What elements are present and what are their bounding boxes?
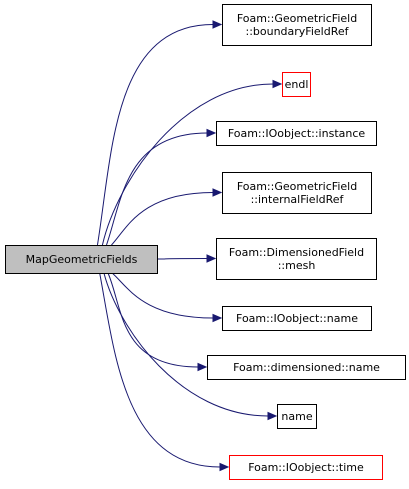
node-internalFieldRef-box <box>222 172 372 214</box>
edge-to-time <box>99 272 230 472</box>
edge-to-time-arrowhead <box>219 462 230 472</box>
root-node-mapgeometricfields-box <box>5 245 158 274</box>
node-instance-box <box>216 121 377 146</box>
node-boundaryFieldRef-label: Foam::GeometricField <box>237 12 357 25</box>
edge-to-mesh-line <box>156 258 208 260</box>
edge-to-dimensioned-name-line <box>107 272 199 368</box>
node-name-label: name <box>281 410 312 423</box>
node-dimensioned-name[interactable]: Foam::dimensioned::name <box>207 355 406 380</box>
edge-to-mesh <box>156 254 217 263</box>
edge-to-time-line <box>99 272 221 468</box>
node-internalFieldRef[interactable]: Foam::GeometricField::internalFieldRef <box>222 172 372 214</box>
edge-to-ioobject-name-arrowhead <box>212 313 223 323</box>
node-mesh-label: Foam::DimensionedField <box>229 246 364 259</box>
edge-to-name <box>103 272 278 421</box>
node-dimensioned-name-box <box>207 355 406 380</box>
edge-to-name-arrowhead <box>267 411 278 421</box>
graph-nodes: MapGeometricFields Foam::GeometricField::… <box>5 4 406 480</box>
node-boundaryFieldRef-label: ::boundaryFieldRef <box>245 25 349 38</box>
node-name-box <box>277 404 317 429</box>
node-dimensioned-name-label: Foam::dimensioned::name <box>233 361 380 374</box>
node-internalFieldRef-label: ::internalFieldRef <box>251 193 345 206</box>
node-ioobject-name-box <box>222 306 372 331</box>
edge-to-endl-line <box>101 83 274 246</box>
node-ioobject-name[interactable]: Foam::IOobject::name <box>222 306 372 331</box>
edge-to-dimensioned-name-arrowhead <box>197 362 208 372</box>
node-endl-box <box>282 72 311 97</box>
node-ioobject-name-label: Foam::IOobject::name <box>236 312 358 325</box>
edge-to-internalFieldRef-line <box>111 192 214 246</box>
root-node-mapgeometricfields[interactable]: MapGeometricFields <box>5 245 158 274</box>
node-instance-label: Foam::IOobject::instance <box>228 127 366 140</box>
edge-to-internalFieldRef-arrowhead <box>212 188 223 197</box>
edge-to-name-line <box>103 272 269 417</box>
node-internalFieldRef-label: Foam::GeometricField <box>237 180 357 193</box>
edge-to-instance <box>106 128 217 246</box>
node-mesh[interactable]: Foam::DimensionedField::mesh <box>216 238 377 280</box>
node-mesh-label: ::mesh <box>278 259 316 272</box>
node-instance[interactable]: Foam::IOobject::instance <box>216 121 377 146</box>
node-name[interactable]: name <box>277 404 317 429</box>
edge-to-boundaryFieldRef-arrowhead <box>212 20 223 29</box>
edge-to-instance-line <box>106 132 208 246</box>
edge-to-boundaryFieldRef-line <box>96 24 214 246</box>
edge-to-dimensioned-name <box>107 272 208 372</box>
edge-to-endl <box>101 79 283 246</box>
edge-to-boundaryFieldRef <box>96 20 223 246</box>
edge-to-endl-arrowhead <box>272 79 283 89</box>
node-boundaryFieldRef-box <box>222 4 372 46</box>
node-endl-label: endl <box>285 78 309 91</box>
node-time[interactable]: Foam::IOobject::time <box>229 455 383 480</box>
edge-to-mesh-arrowhead <box>206 254 217 263</box>
root-node-mapgeometricfields-label: MapGeometricFields <box>26 253 138 266</box>
node-endl[interactable]: endl <box>282 72 311 97</box>
edge-to-ioobject-name <box>111 272 223 323</box>
node-boundaryFieldRef[interactable]: Foam::GeometricField::boundaryFieldRef <box>222 4 372 46</box>
node-time-box <box>229 455 383 480</box>
edge-to-internalFieldRef <box>111 188 223 246</box>
node-mesh-box <box>216 238 377 280</box>
call-edges <box>96 20 283 472</box>
node-time-label: Foam::IOobject::time <box>248 461 364 474</box>
edge-to-ioobject-name-line <box>111 272 214 319</box>
edge-to-instance-arrowhead <box>206 128 217 138</box>
